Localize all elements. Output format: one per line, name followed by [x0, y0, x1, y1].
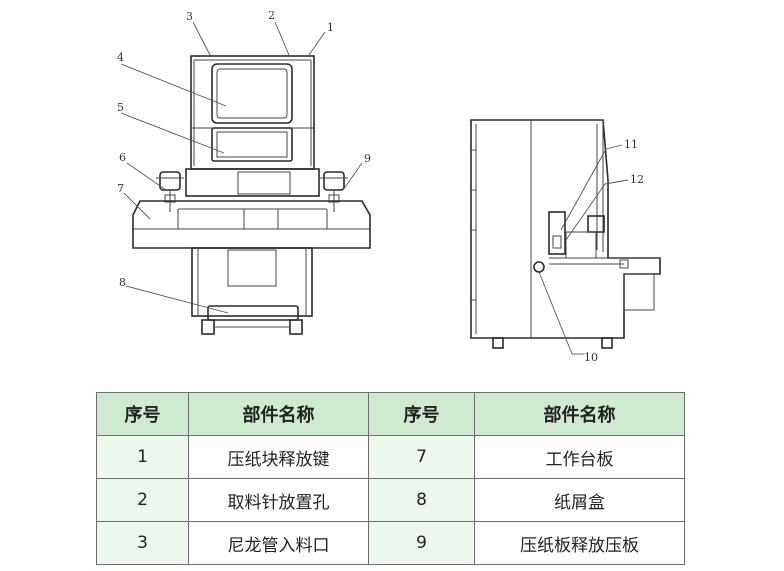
- front-view: [132, 55, 371, 335]
- callout-2: 2: [268, 9, 275, 22]
- cell-part-name: 尼龙管入料口: [188, 521, 369, 565]
- callout-9: 9: [364, 152, 371, 165]
- callout-10: 10: [584, 351, 598, 364]
- parts-table: 序号 部件名称 序号 部件名称 1 压纸块释放键 7 工作台板 2 取料针放置孔…: [96, 392, 685, 565]
- cell-part-name: 纸屑盒: [474, 478, 685, 522]
- cell-part-name: 压纸板释放压板: [474, 521, 685, 565]
- callout-3: 3: [186, 10, 193, 23]
- cell-index: 7: [368, 435, 475, 479]
- cell-index: 2: [96, 478, 189, 522]
- table-row: 1 压纸块释放键 7 工作台板: [96, 435, 685, 479]
- callout-labels: 1 2 3 4 5 6 7 8 9 10 11 12: [117, 9, 644, 364]
- side-leaders: [538, 144, 629, 355]
- cell-part-name: 取料针放置孔: [188, 478, 369, 522]
- cell-part-name: 压纸块释放键: [188, 435, 369, 479]
- callout-7: 7: [117, 182, 124, 195]
- table-header-row: 序号 部件名称 序号 部件名称: [96, 392, 685, 436]
- callout-1: 1: [327, 21, 334, 34]
- callout-11: 11: [624, 138, 638, 151]
- header-part-name-2: 部件名称: [474, 392, 685, 436]
- front-leaders: [120, 21, 363, 314]
- cell-index: 3: [96, 521, 189, 565]
- table-row: 2 取料针放置孔 8 纸屑盒: [96, 478, 685, 522]
- header-index-1: 序号: [96, 392, 189, 436]
- side-view: [470, 119, 661, 349]
- header-index-2: 序号: [368, 392, 475, 436]
- cell-part-name: 工作台板: [474, 435, 685, 479]
- callout-8: 8: [119, 276, 126, 289]
- cell-index: 9: [368, 521, 475, 565]
- callout-12: 12: [630, 173, 644, 186]
- table-row: 3 尼龙管入料口 9 压纸板释放压板: [96, 521, 685, 565]
- callout-6: 6: [119, 151, 126, 164]
- callout-4: 4: [117, 51, 124, 64]
- cell-index: 8: [368, 478, 475, 522]
- cell-index: 1: [96, 435, 189, 479]
- callout-5: 5: [117, 101, 124, 114]
- machine-technical-drawing: 1 2 3 4 5 6 7 8 9 10 11 12: [117, 9, 661, 364]
- header-part-name-1: 部件名称: [188, 392, 369, 436]
